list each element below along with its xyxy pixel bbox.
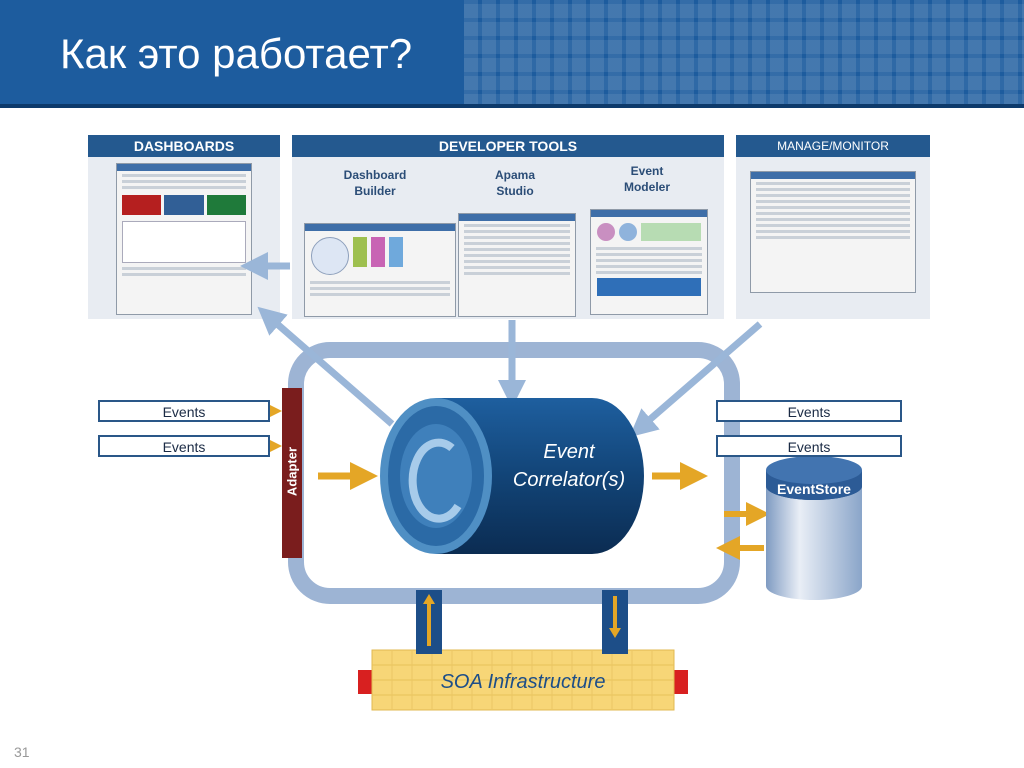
slide-title: Как это работает?	[60, 30, 413, 77]
correlator-label: Event Correlator(s)	[496, 438, 642, 494]
events-output-label-1: Events	[787, 404, 831, 420]
manage-monitor-panel: MANAGE/MONITOR	[736, 135, 930, 319]
events-input-box-2: Events	[98, 435, 270, 457]
eventstore-cylinder	[766, 456, 862, 600]
dashboards-panel: DASHBOARDS	[88, 135, 280, 319]
correlator-label-line2: Correlator(s)	[512, 469, 626, 491]
adapter-label: Adapter	[284, 446, 300, 497]
events-input-label-2: Events	[162, 439, 206, 455]
events-output-box-2: Events	[716, 435, 902, 457]
manage-monitor-heading: MANAGE/MONITOR	[736, 135, 930, 157]
events-input-box-1: Events	[98, 400, 270, 422]
correlator-label-line1: Event	[543, 441, 595, 463]
title-bar: Как это работает?	[0, 0, 1024, 108]
apama-studio-screenshot	[458, 213, 576, 317]
soa-infrastructure-block	[358, 590, 688, 711]
eventstore-label: EventStore	[777, 481, 851, 497]
dashboard-screenshot	[116, 163, 252, 315]
adapter-bar: Adapter	[282, 388, 302, 558]
event-correlator-cylinder	[380, 398, 644, 554]
arrow-correlator-to-dashboards	[257, 306, 395, 427]
dashboards-heading: DASHBOARDS	[88, 135, 280, 157]
events-input-label-1: Events	[162, 404, 206, 420]
events-output-box-1: Events	[716, 400, 902, 422]
dashboard-builder-screenshot	[304, 223, 456, 317]
soa-label: SOA Infrastructure	[440, 671, 606, 693]
header-grid-pattern	[464, 0, 1024, 108]
event-modeler-screenshot	[590, 209, 708, 315]
header-divider	[0, 104, 1024, 108]
developer-tools-heading: DEVELOPER TOOLS	[292, 135, 724, 157]
slide-number: 31	[14, 744, 30, 760]
arrow-monitor-to-correlator	[629, 321, 763, 438]
events-output-label-2: Events	[787, 439, 831, 455]
management-screenshot	[750, 171, 916, 293]
